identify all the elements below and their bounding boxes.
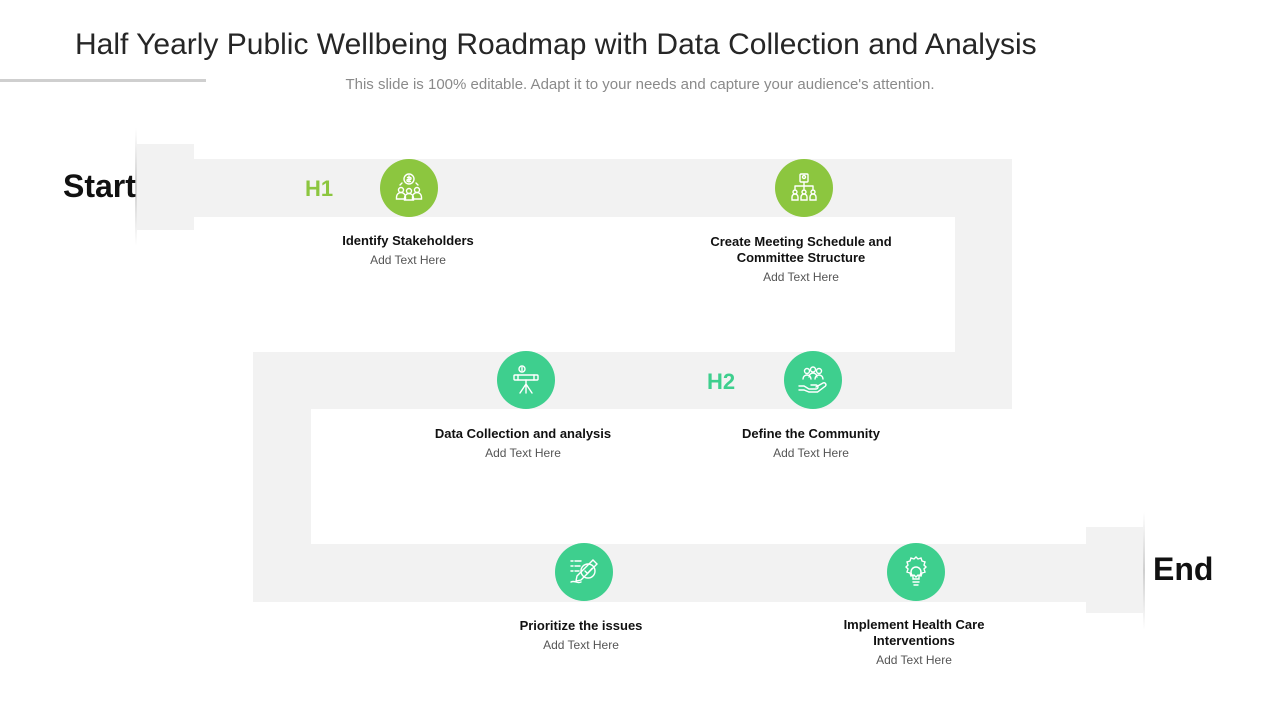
step-node-identify-stakeholders: [380, 159, 438, 217]
step-node-data-collection: [497, 351, 555, 409]
step-title: Identify Stakeholders: [342, 233, 474, 248]
step-title: Create Meeting Schedule and Committee St…: [710, 234, 892, 265]
step-desc: Add Text Here: [773, 446, 849, 460]
step-title: Implement Health Care Interventions: [843, 617, 985, 648]
step-desc: Add Text Here: [370, 253, 446, 267]
step-node-prioritize-issues: [555, 543, 613, 601]
half-label-h2: H2: [707, 369, 736, 394]
hand-community-icon: [798, 366, 827, 393]
track-row-1: [193, 159, 1012, 217]
step-desc: Add Text Here: [876, 653, 952, 667]
page-subtitle: This slide is 100% editable. Adapt it to…: [345, 76, 935, 93]
start-label: Start: [63, 168, 136, 204]
step-card-prioritize-issues: Prioritize the issues Add Text Here: [481, 618, 681, 652]
step-title: Define the Community: [742, 426, 880, 441]
page-title: Half Yearly Public Wellbeing Roadmap wit…: [75, 28, 1037, 61]
step-node-meeting-schedule: [775, 159, 833, 217]
track-row-2: [253, 352, 1012, 409]
end-edge: [1143, 512, 1145, 630]
lightbulb-gear-icon: [905, 556, 927, 586]
step-desc: Add Text Here: [485, 446, 561, 460]
step-title: Prioritize the issues: [519, 618, 643, 633]
step-card-define-community: Define the Community Add Text Here: [711, 426, 911, 460]
start-cap: [137, 144, 194, 230]
step-card-implement-interventions: Implement Health Care Interventions Add …: [814, 617, 1014, 667]
start-edge: [135, 128, 137, 246]
step-card-data-collection: Data Collection and analysis Add Text He…: [423, 426, 623, 460]
end-cap: [1086, 527, 1143, 613]
title-underline: [0, 79, 206, 82]
step-node-define-community: [784, 351, 842, 409]
stakeholders-dollar-icon: [395, 173, 423, 201]
step-card-meeting-schedule: Create Meeting Schedule and Committee St…: [701, 234, 901, 284]
step-node-implement-interventions: [887, 543, 945, 601]
org-chart-icon: [791, 173, 817, 201]
telescope-icon: [513, 365, 539, 394]
checklist-pencil-icon: [570, 559, 598, 584]
end-label: End: [1153, 551, 1214, 587]
step-desc: Add Text Here: [543, 638, 619, 652]
step-desc: Add Text Here: [763, 270, 839, 284]
step-card-identify-stakeholders: Identify Stakeholders Add Text Here: [308, 233, 508, 267]
half-label-h1: H1: [305, 176, 334, 201]
track-row-3: [253, 544, 1143, 602]
step-title: Data Collection and analysis: [434, 426, 612, 441]
